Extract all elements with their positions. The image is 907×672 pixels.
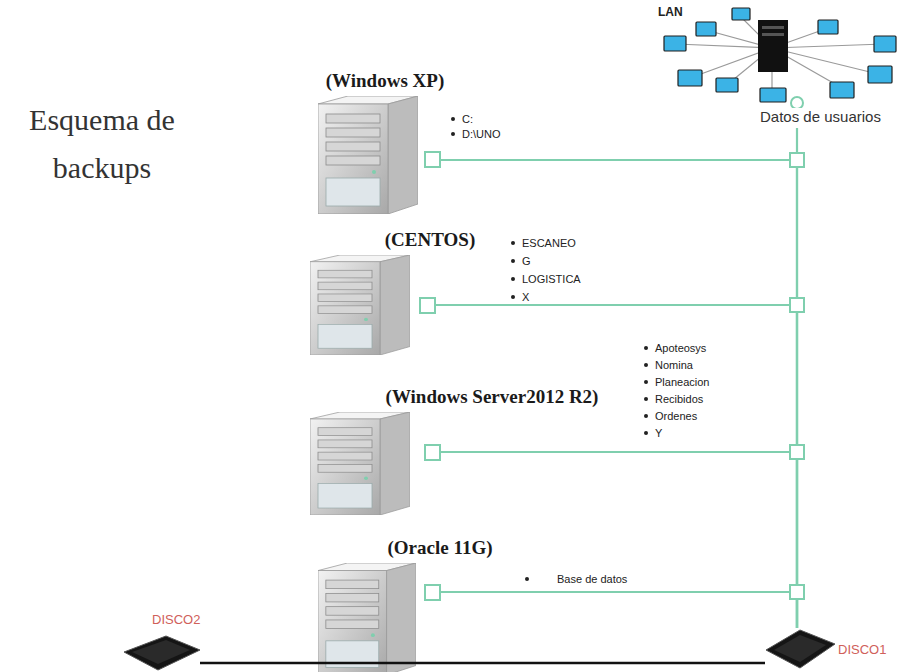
disk-node: DISCO2 bbox=[120, 612, 200, 668]
disk-node: DISCO1 bbox=[765, 628, 900, 668]
network-caption: Datos de usuarios bbox=[759, 108, 882, 125]
list-item: Planeacion bbox=[655, 375, 709, 389]
diagram-title: Esquema de backups bbox=[2, 96, 202, 192]
server-icon bbox=[310, 255, 410, 355]
bullet-dot bbox=[511, 277, 515, 281]
list-item: Base de datos bbox=[557, 572, 627, 586]
server-node: (Windows XP) bbox=[318, 96, 440, 214]
server-heading: (Windows XP) bbox=[326, 70, 444, 92]
disk-icons bbox=[124, 630, 835, 670]
server-icon bbox=[318, 563, 416, 672]
list-item: Apoteosys bbox=[655, 341, 706, 355]
bullet-dot bbox=[644, 414, 648, 418]
list-item: D:\UNO bbox=[462, 127, 501, 141]
bullet-dot bbox=[451, 132, 455, 136]
server-node: (Windows Server2012 R2) bbox=[310, 412, 440, 515]
backup-line bbox=[440, 592, 797, 628]
list-item: Y bbox=[655, 426, 662, 440]
list-item: ESCANEO bbox=[522, 236, 576, 250]
bullet-dot bbox=[644, 397, 648, 401]
list-item: Nomina bbox=[655, 358, 693, 372]
server-icon bbox=[310, 412, 410, 515]
backup-line bbox=[435, 305, 797, 628]
network-node: LAN Datos de usuarios bbox=[620, 0, 905, 128]
bullet-dot bbox=[644, 380, 648, 384]
list-item: Ordenes bbox=[655, 409, 697, 423]
disk-label: DISCO2 bbox=[152, 612, 200, 627]
bullet-dot bbox=[511, 241, 515, 245]
network-label: LAN bbox=[658, 5, 683, 19]
bullet-dot bbox=[525, 577, 529, 581]
disk-label: DISCO1 bbox=[838, 642, 886, 657]
backup-line bbox=[440, 452, 797, 628]
bullet-dot bbox=[644, 363, 648, 367]
list-item: G bbox=[522, 254, 531, 268]
bullet-dot bbox=[644, 431, 648, 435]
server-icons bbox=[310, 96, 418, 672]
list-item: Recibidos bbox=[655, 392, 703, 406]
server-node: (CENTOS) bbox=[310, 255, 435, 355]
list-item: X bbox=[522, 290, 529, 304]
list-item: LOGISTICA bbox=[522, 272, 581, 286]
lan-network bbox=[676, 16, 884, 92]
server-heading: (Windows Server2012 R2) bbox=[386, 386, 599, 408]
server-icon bbox=[318, 96, 418, 214]
lan-server bbox=[758, 20, 788, 72]
bullet-dot bbox=[644, 346, 648, 350]
server-node: (Oracle 11G) bbox=[318, 563, 440, 669]
lan-computers bbox=[664, 8, 896, 102]
bullet-dot bbox=[451, 117, 455, 121]
server-heading: (CENTOS) bbox=[385, 229, 475, 251]
bullet-dot bbox=[511, 259, 515, 263]
bullet-dot bbox=[511, 295, 515, 299]
list-item: C: bbox=[462, 112, 473, 126]
disk-link bbox=[200, 662, 765, 665]
server-heading: (Oracle 11G) bbox=[388, 537, 493, 559]
port-squares bbox=[420, 152, 440, 600]
